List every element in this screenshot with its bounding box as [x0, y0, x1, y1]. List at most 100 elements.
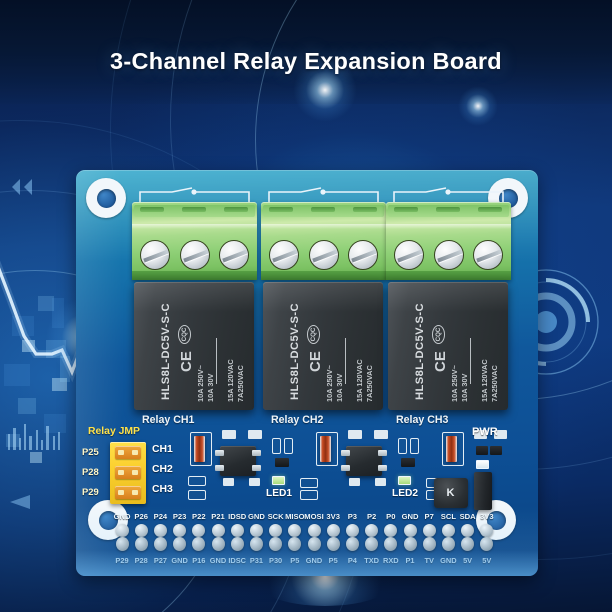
relay-rating-left-bottom: 10A 30V — [206, 373, 215, 403]
diode — [194, 436, 205, 462]
gpio-pin[interactable] — [211, 524, 225, 554]
smd-pad — [284, 438, 293, 454]
gpio-pin[interactable] — [153, 524, 167, 554]
gpio-pin[interactable] — [345, 524, 359, 554]
gpio-pin[interactable] — [384, 524, 398, 554]
power-label: PWR — [472, 426, 498, 438]
relay-rating-left-top: 10A 250V~ — [325, 365, 334, 402]
gpio-pin-label-top: P23 — [169, 512, 191, 521]
gpio-pin-label-top: P7 — [418, 512, 440, 521]
gpio-pin-label-bottom: TXD — [361, 556, 383, 565]
relay-rating-left-top: 10A 250V~ — [196, 365, 205, 402]
smd-pad — [348, 430, 362, 439]
ce-mark: CE — [432, 351, 449, 372]
gpio-pin[interactable] — [249, 524, 263, 554]
decor-glow — [458, 86, 498, 126]
terminal-screw[interactable] — [140, 240, 170, 270]
smd-pad — [223, 478, 234, 486]
smd-pad — [300, 478, 318, 488]
gpio-pin[interactable] — [326, 524, 340, 554]
jumper-cap[interactable] — [115, 486, 141, 499]
smd-pad — [349, 478, 360, 486]
gpio-pin-label-top: 3V3 — [476, 512, 498, 521]
relay-rating-left-bottom: 10A 30V — [335, 373, 344, 403]
gpio-pin[interactable] — [230, 524, 244, 554]
jumper-cap[interactable] — [115, 446, 141, 459]
gpio-pin[interactable] — [173, 524, 187, 554]
terminal-screw[interactable] — [348, 240, 378, 270]
terminal-screw[interactable] — [219, 240, 249, 270]
gpio-pin[interactable] — [269, 524, 283, 554]
gpio-pin-label-bottom: P30 — [265, 556, 287, 565]
gpio-pin-label-top: P3 — [341, 512, 363, 521]
gpio-pin-label-top: P26 — [130, 512, 152, 521]
gpio-pin-label-top: IDSD — [226, 512, 248, 521]
jumper-pin-label: P28 — [82, 466, 99, 477]
terminal-screw[interactable] — [434, 240, 464, 270]
gpio-pin[interactable] — [115, 524, 129, 554]
screw-terminal-block[interactable] — [386, 202, 511, 280]
board-edge-fade — [76, 550, 538, 576]
optocoupler — [215, 446, 261, 476]
jumper-channel-label: CH3 — [152, 484, 173, 495]
gpio-pin-label-top: 3V3 — [322, 512, 344, 521]
cqc-mark: CQC — [178, 325, 191, 344]
gpio-pin[interactable] — [480, 524, 494, 554]
gpio-pin-label-bottom: RXD — [380, 556, 402, 565]
gpio-pin[interactable] — [307, 524, 321, 554]
jumper-pin-label: P25 — [82, 446, 99, 457]
capacitor — [474, 472, 492, 510]
gpio-pin-label-bottom: P5 — [322, 556, 344, 565]
decor-triangle-left — [10, 495, 30, 509]
gpio-pin[interactable] — [365, 524, 379, 554]
relay-rating-right-bottom: 7A250VAC — [365, 365, 374, 402]
board-bottom-glow — [76, 506, 538, 576]
jumper-block[interactable] — [110, 442, 146, 504]
gpio-pin-label-top: P22 — [188, 512, 210, 521]
decor-square — [18, 398, 36, 414]
regulator-marking: K — [446, 487, 456, 499]
gpio-pin-label-bottom: P28 — [130, 556, 152, 565]
gpio-pin[interactable] — [288, 524, 302, 554]
gpio-pin[interactable] — [134, 524, 148, 554]
ce-mark: CE — [178, 351, 195, 372]
gpio-pin-label-bottom: IDSC — [226, 556, 248, 565]
gpio-pin-label-top: P24 — [149, 512, 171, 521]
gpio-pin-label-bottom: GND — [303, 556, 325, 565]
jumper-channel-label: CH2 — [152, 464, 173, 475]
smd-pad — [188, 490, 206, 500]
decor-square — [52, 378, 67, 391]
smd-pad — [494, 430, 507, 439]
decor-square — [44, 414, 66, 433]
gpio-pin-label-bottom: P4 — [341, 556, 363, 565]
relay-rating-right-bottom: 7A250VAC — [236, 365, 245, 402]
screw-terminal-block[interactable] — [261, 202, 386, 280]
terminal-screw[interactable] — [180, 240, 210, 270]
relay-board: HLS8L-DC5V-S-C CE CQC 10A 250V~ 10A 30V … — [76, 170, 538, 576]
terminal-screw[interactable] — [269, 240, 299, 270]
gpio-pin[interactable] — [441, 524, 455, 554]
gpio-pin[interactable] — [192, 524, 206, 554]
gpio-pin-label-top: MOSI — [303, 512, 325, 521]
gpio-pin-label-top: MISO — [284, 512, 306, 521]
screw-terminal-block[interactable] — [132, 202, 257, 280]
gpio-pin-label-top: P2 — [361, 512, 383, 521]
gpio-pin[interactable] — [403, 524, 417, 554]
page-title: 3-Channel Relay Expansion Board — [110, 48, 502, 74]
gpio-pin[interactable] — [422, 524, 436, 554]
terminal-screw[interactable] — [394, 240, 424, 270]
terminal-screw[interactable] — [473, 240, 503, 270]
smd-pad — [375, 478, 386, 486]
relay-component: HLS8L-DC5V-S-C CE CQC 10A 250V~ 10A 30V … — [388, 282, 508, 410]
jumper-cap[interactable] — [115, 466, 141, 479]
decor-chevrons-left — [12, 179, 32, 195]
decor-square — [4, 364, 30, 386]
ce-mark: CE — [307, 351, 324, 372]
power-led — [476, 460, 489, 469]
gpio-pin[interactable] — [461, 524, 475, 554]
gpio-pin-label-bottom: GND — [207, 556, 229, 565]
smd-resistor — [275, 458, 289, 467]
jumper-channel-label: CH1 — [152, 444, 173, 455]
terminal-screw[interactable] — [309, 240, 339, 270]
smd-resistor — [490, 446, 502, 455]
